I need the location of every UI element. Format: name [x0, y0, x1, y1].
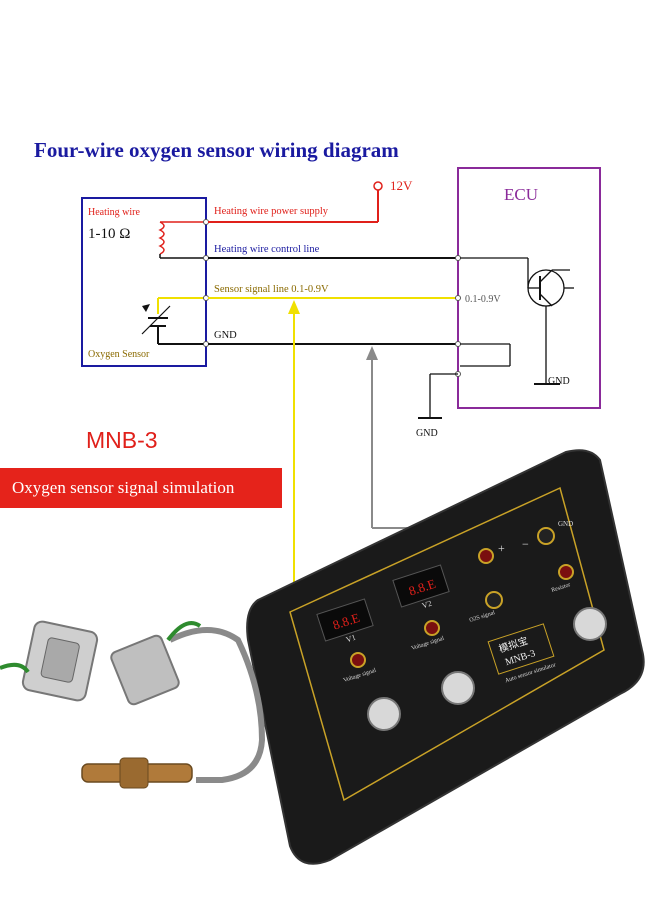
resistance-label: 1-10 Ω	[88, 226, 130, 242]
heating-wire-label: Heating wire	[88, 207, 140, 218]
oxygen-sensor-label: Oxygen Sensor	[88, 349, 150, 360]
v1-knob[interactable]	[367, 697, 401, 731]
ecu-terminal-1	[455, 255, 461, 261]
resistor-socket[interactable]	[558, 564, 574, 580]
connector-male	[110, 634, 180, 706]
gnd-label: GND	[214, 330, 237, 341]
oxygen-sensor-cable	[0, 620, 266, 789]
heating-coil-icon	[158, 221, 165, 255]
resistor-label: Resistor	[551, 582, 572, 594]
device-body	[246, 449, 645, 865]
external-gnd-label: GND	[416, 428, 438, 439]
v2-socket[interactable]	[424, 620, 440, 636]
resistor-knob[interactable]	[573, 607, 607, 641]
diagram-title: Four-wire oxygen sensor wiring diagram	[34, 138, 399, 162]
v2-knob[interactable]	[441, 671, 475, 705]
minus-label: −	[522, 537, 529, 551]
v1-socket[interactable]	[350, 652, 366, 668]
ecu-box	[457, 167, 601, 409]
display-v2-label: V2	[421, 599, 433, 611]
transistor-collector	[539, 269, 553, 283]
supply-terminal-icon	[373, 181, 383, 191]
green-wire-2	[0, 662, 30, 674]
plus-label: +	[498, 541, 505, 555]
signal-pointer-arrow-icon	[288, 300, 300, 314]
sensor-signal-label: Sensor signal line 0.1-0.9V	[214, 284, 329, 295]
sensor-box	[81, 197, 207, 367]
display-v1	[316, 598, 374, 642]
terminal-2	[203, 255, 209, 261]
ecu-voltage-label: 0.1-0.9V	[465, 294, 501, 305]
heating-power-label: Heating wire power supply	[214, 206, 329, 217]
display-v1-label: V1	[345, 633, 357, 645]
gnd-socket[interactable]	[537, 527, 555, 545]
terminal-3	[203, 295, 209, 301]
ecu-gnd-label: GND	[548, 376, 570, 387]
simulation-banner: Oxygen sensor signal simulation	[0, 468, 282, 508]
sensor-variable-arrow	[141, 305, 171, 335]
device-name-plate	[487, 623, 555, 675]
gnd-socket-label: GND	[558, 520, 573, 528]
model-label: MNB-3	[86, 427, 158, 453]
sensor-arrow-head-icon	[142, 304, 150, 312]
o2-signal-socket[interactable]	[485, 591, 503, 609]
ecu-terminal-2	[455, 295, 461, 301]
transistor-emitter	[539, 293, 553, 307]
ecu-label: ECU	[504, 185, 538, 204]
display-v2	[392, 564, 450, 608]
gnd-pointer-arrow-icon	[366, 346, 378, 360]
terminal-1	[203, 219, 209, 225]
sensor-hex-nut	[119, 757, 149, 789]
connector-female-pins	[40, 637, 80, 683]
heating-control-label: Heating wire control line	[214, 244, 320, 255]
terminal-4	[203, 341, 209, 347]
plus-socket[interactable]	[478, 548, 494, 564]
supply-label: 12V	[390, 178, 413, 193]
device-gold-outline	[289, 486, 605, 802]
ecu-terminal-3	[455, 341, 461, 347]
green-wire-1	[166, 621, 202, 642]
simulator-device: 8.8.E V1 8.8.E V2 GND − + O2S signal Res…	[246, 449, 645, 865]
sensor-cable	[168, 627, 266, 783]
